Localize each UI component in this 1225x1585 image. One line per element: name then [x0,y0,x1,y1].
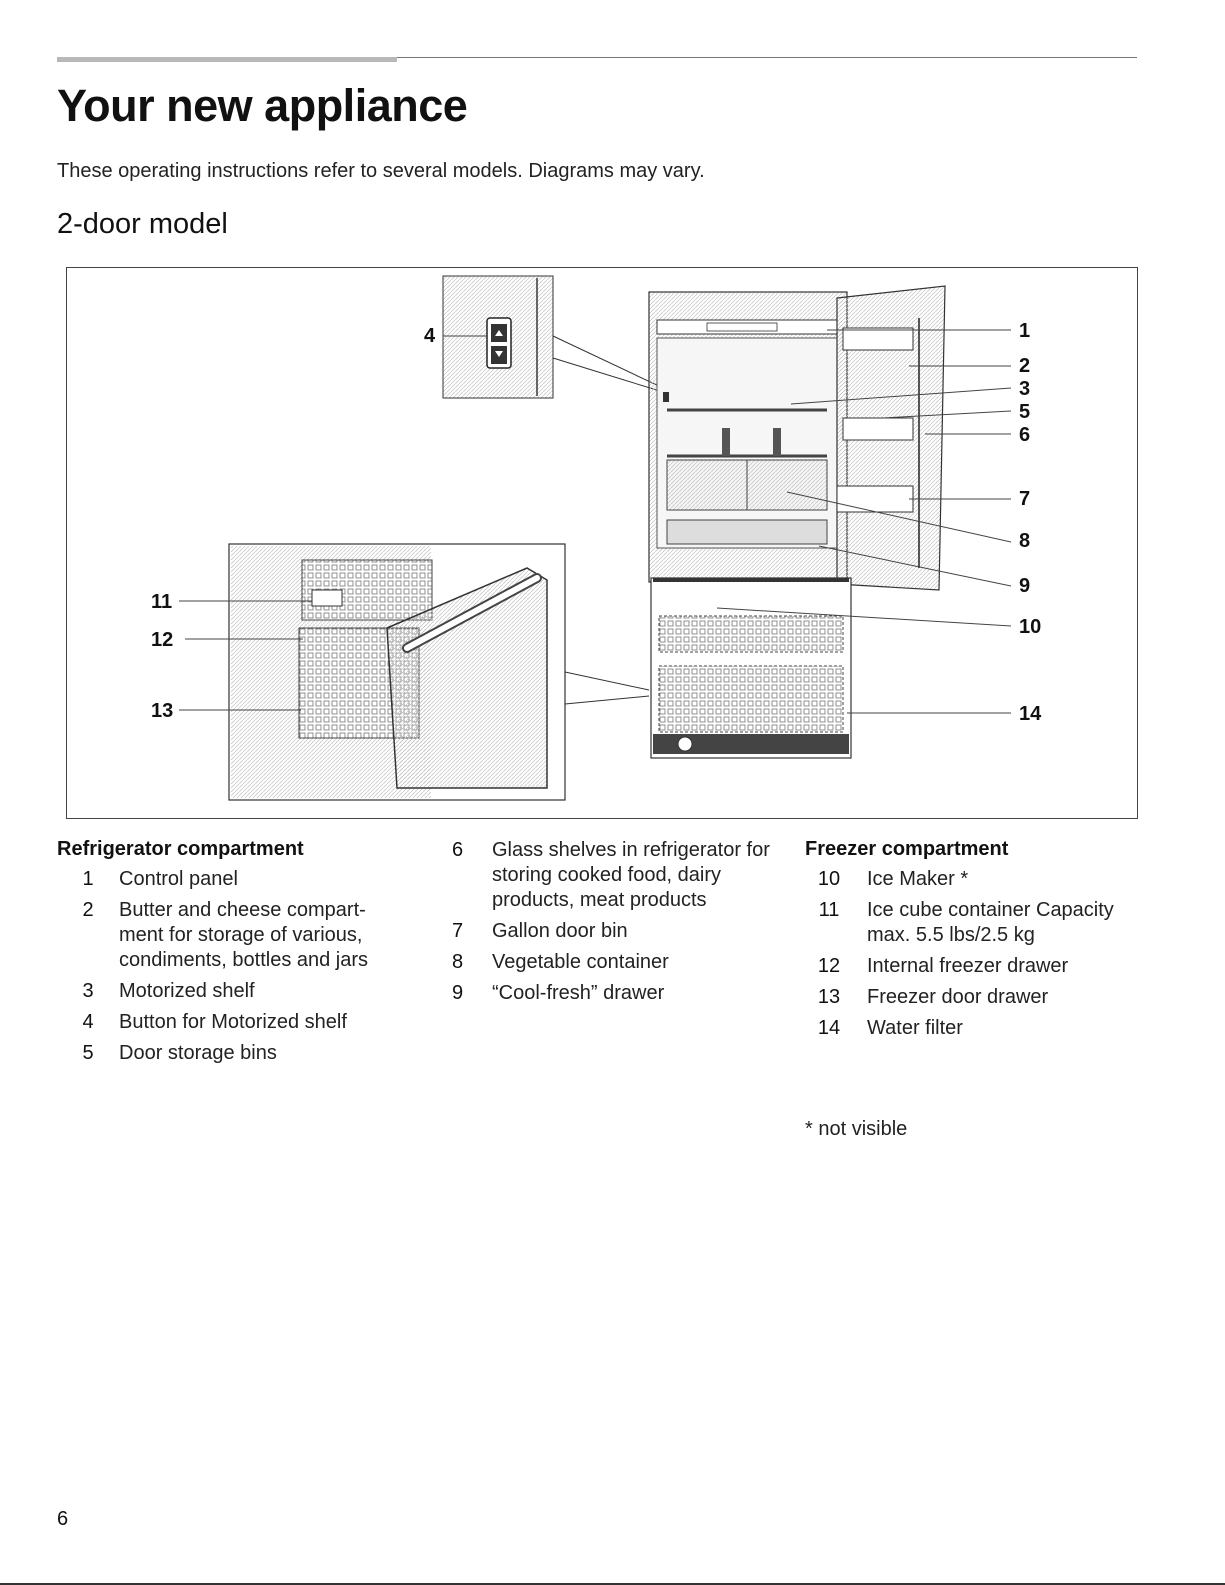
item-text: Gallon door bin [492,920,628,942]
page-number: 6 [57,1508,69,1530]
footnote: * not visible [805,1118,908,1140]
item-number: 9 [452,982,464,1004]
item-number: 7 [452,920,464,942]
item-number: 6 [452,839,464,861]
callout-8: 8 [1019,530,1031,552]
item-text: Butter and cheese compart-ment for stora… [119,899,369,971]
callout-3: 3 [1019,378,1031,400]
legend-item: 6 Glass shelves in refrigerator for stor… [440,838,780,913]
item-number: 14 [817,1017,841,1039]
item-text: Freezer door drawer [867,986,1049,1008]
callout-10: 10 [1019,616,1042,638]
header-rule-accent [57,57,397,62]
legend-item: 11 Ice cube container Capacity max. 5.5 … [805,898,1145,948]
freezer-heading: Freezer compartment [805,838,1009,860]
legend-item: 1 Control panel [57,867,397,892]
item-text: Vegetable container [492,951,669,973]
refrigerator-illustration [179,275,1012,801]
item-number: 8 [452,951,464,973]
item-text: Glass shelves in refrigerator for storin… [492,839,770,911]
legend-item: 13 Freezer door drawer [805,985,1145,1010]
legend-item: 4 Button for Motorized shelf [57,1010,397,1035]
item-text: Motorized shelf [119,980,255,1002]
refrigerator-legend: Refrigerator compartment 1 Control panel… [57,838,397,1072]
section-title: 2-door model [57,208,228,240]
legend-item: 2 Butter and cheese compart-ment for sto… [57,898,397,973]
item-text: “Cool-fresh” drawer [492,982,665,1004]
item-number: 1 [82,868,94,890]
legend-item: 9 “Cool-fresh” drawer [440,981,780,1006]
item-text: Ice cube container Capacity max. 5.5 lbs… [867,899,1114,946]
page-title: Your new appliance [57,80,468,131]
item-number: 12 [817,955,841,977]
item-number: 13 [817,986,841,1008]
legend-item: 8 Vegetable container [440,950,780,975]
callout-5: 5 [1019,401,1031,423]
item-text: Control panel [119,868,238,890]
item-number: 2 [82,899,94,921]
item-text: Button for Motorized shelf [119,1011,347,1033]
item-number: 11 [818,899,840,921]
freezer-legend: Freezer compartment 10 Ice Maker * 11 Ic… [805,838,1145,1047]
item-text: Internal freezer drawer [867,955,1069,977]
item-number: 3 [82,980,94,1002]
inset-button-detail [442,275,664,399]
intro-text: These operating instructions refer to se… [57,160,705,182]
callout-11: 11 [151,591,173,613]
item-text: Door storage bins [119,1042,277,1064]
callout-4: 4 [424,325,436,347]
item-number: 4 [82,1011,94,1033]
inset-freezer-drawer [228,543,650,801]
item-text: Ice Maker * [867,868,969,890]
callout-14: 14 [1019,703,1042,725]
callout-9: 9 [1019,575,1031,597]
callout-2: 2 [1019,355,1031,377]
item-number: 10 [817,868,841,890]
footer-rule [0,1583,1225,1585]
callout-6: 6 [1019,424,1031,446]
legend-item: 14 Water filter [805,1016,1145,1041]
callout-13: 13 [151,700,174,722]
refrigerator-legend-continued: 6 Glass shelves in refrigerator for stor… [440,838,780,1012]
item-number: 5 [82,1042,94,1064]
legend-item: 5 Door storage bins [57,1041,397,1066]
leader-lines [179,329,1012,714]
appliance-diagram: 1 2 3 5 6 7 8 9 10 14 4 11 12 13 [66,267,1138,819]
legend-item: 7 Gallon door bin [440,919,780,944]
refrigerator-heading: Refrigerator compartment [57,838,304,860]
refrigerator-body [648,285,946,759]
item-text: Water filter [867,1017,963,1039]
legend-item: 3 Motorized shelf [57,979,397,1004]
callout-7: 7 [1019,488,1031,510]
callout-1: 1 [1019,320,1031,342]
header-rule [57,57,1137,58]
legend-item: 10 Ice Maker * [805,867,1145,892]
callout-12: 12 [151,629,174,651]
legend-item: 12 Internal freezer drawer [805,954,1145,979]
